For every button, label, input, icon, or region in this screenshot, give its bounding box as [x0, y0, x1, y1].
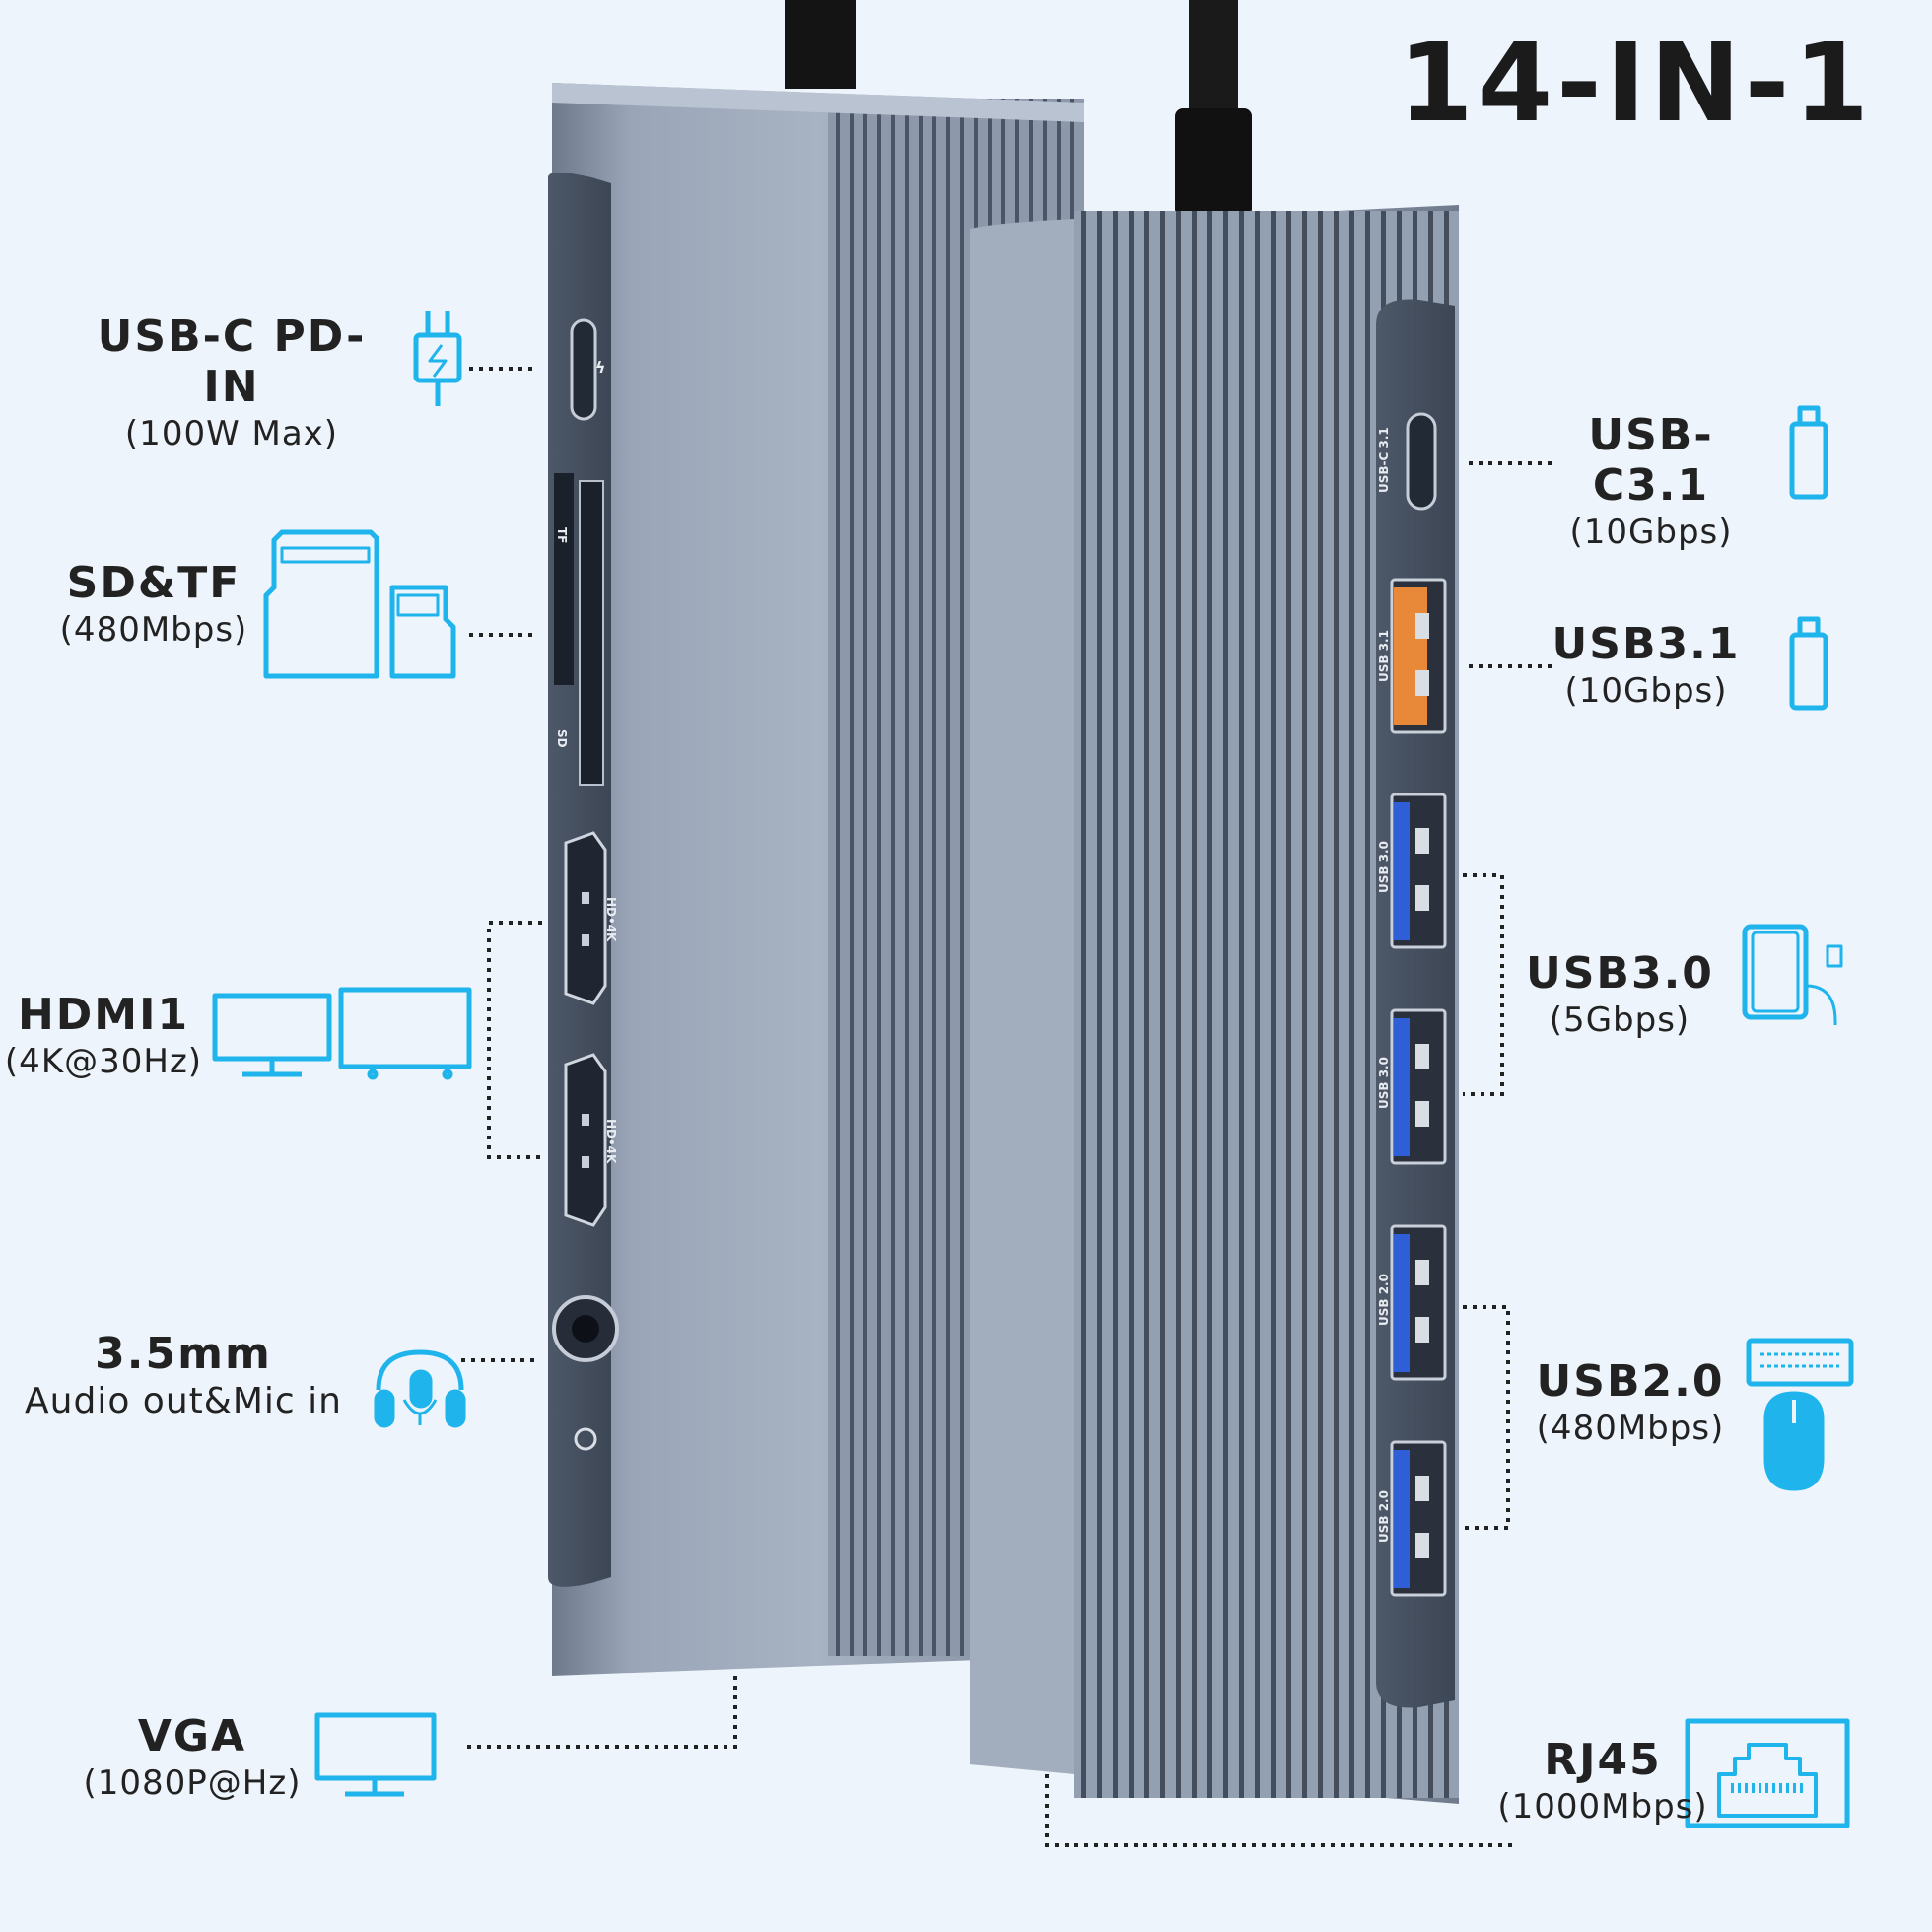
port-name: USB2.0	[1536, 1356, 1725, 1407]
usb20-port-text: USB 2.0	[1377, 1274, 1391, 1326]
external-drive-icon	[1742, 924, 1843, 1025]
sd-tf-label: SD&TF (480Mbps)	[55, 558, 252, 650]
hdmi-port-text-2: HD•4K	[604, 1119, 618, 1164]
rj45-label: RJ45 (1000Mbps)	[1494, 1735, 1711, 1827]
port-spec: Audio out&Mic in	[25, 1381, 342, 1421]
port-name: USB3.1	[1552, 619, 1741, 669]
port-name: USB-C PD-IN	[97, 311, 367, 412]
leader-lines	[461, 367, 1552, 1847]
usb31-port-insert	[1394, 587, 1427, 725]
port-spec: (5Gbps)	[1549, 1000, 1690, 1040]
usbc31-port-text: USB-C 3.1	[1377, 427, 1391, 493]
port-name: USB-C3.1	[1588, 410, 1714, 511]
headset-icon	[374, 1349, 466, 1428]
usbc-pd-in-label: USB-C PD-IN (100W Max)	[79, 311, 384, 453]
left-cable	[785, 0, 856, 89]
left-hub-body	[548, 83, 1084, 1676]
port-spec: (1080P@Hz)	[83, 1763, 302, 1803]
usb31-label: USB3.1 (10Gbps)	[1548, 619, 1745, 711]
audio-label: 3.5mm Audio out&Mic in	[6, 1329, 361, 1421]
usb30-label: USB3.0 (5Gbps)	[1526, 948, 1713, 1040]
port-spec: (1000Mbps)	[1497, 1787, 1708, 1827]
monitor-icon	[314, 1712, 437, 1797]
ethernet-port-icon	[1685, 1718, 1850, 1828]
port-name: 3.5mm	[95, 1329, 272, 1379]
usb30-port-text: USB 3.0	[1377, 841, 1391, 893]
port-name: HDMI1	[17, 990, 190, 1040]
tf-port-text: TF	[555, 527, 569, 543]
usb30-port-text-2: USB 3.0	[1377, 1057, 1391, 1109]
port-spec: (100W Max)	[124, 414, 339, 453]
usbc31-label: USB-C3.1 (10Gbps)	[1538, 410, 1764, 552]
port-spec: (480Mbps)	[59, 610, 248, 650]
port-spec: (10Gbps)	[1569, 513, 1733, 552]
usb20-port-text-2: USB 2.0	[1377, 1490, 1391, 1543]
vga-label: VGA (1080P@Hz)	[79, 1711, 306, 1803]
hdmi-port-text: HD•4K	[604, 897, 618, 942]
sd-card-icon	[263, 529, 456, 679]
pd-port-text: ϟ	[595, 358, 606, 377]
port-name: RJ45	[1544, 1735, 1662, 1785]
port-name: VGA	[137, 1711, 247, 1761]
usb20-label: USB2.0 (480Mbps)	[1532, 1356, 1729, 1448]
port-name: SD&TF	[66, 558, 242, 608]
dual-monitor-icon	[212, 987, 472, 1080]
usb31-port-text: USB 3.1	[1377, 630, 1391, 682]
right-cable	[1189, 0, 1238, 118]
hdmi1-label: HDMI1 (4K@30Hz)	[0, 990, 207, 1081]
sd-port-text: SD	[555, 729, 569, 748]
right-hub-body: USB-C 3.1 USB 3.1 USB 3.0 USB 3.0 USB 2.…	[970, 205, 1459, 1804]
port-spec: (4K@30Hz)	[4, 1042, 203, 1081]
port-spec: (480Mbps)	[1536, 1409, 1725, 1448]
product-title: 14-IN-1	[1398, 20, 1873, 146]
usb-drive-icon	[1789, 405, 1828, 500]
port-name: USB3.0	[1526, 948, 1714, 999]
usb-drive-icon-2	[1789, 616, 1828, 711]
port-spec: (10Gbps)	[1564, 671, 1728, 711]
charger-plug-icon	[413, 311, 462, 406]
keyboard-mouse-icon	[1746, 1338, 1854, 1491]
